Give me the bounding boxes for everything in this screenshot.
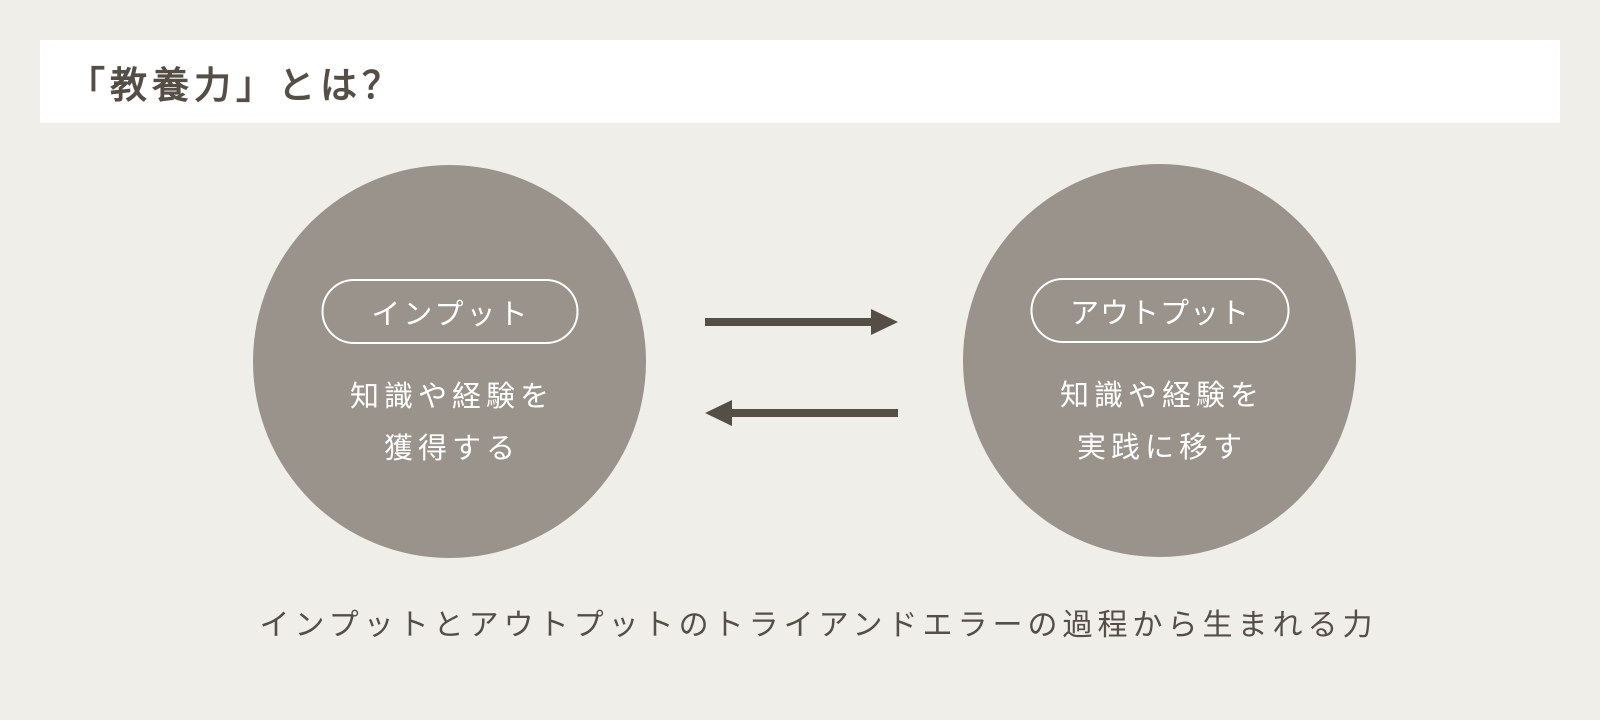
input-description-line2: 獲得する xyxy=(383,433,520,465)
output-circle: アウトプット 知識や経験を 実践に移す xyxy=(963,164,1356,557)
caption-row: インプットとアウトプットのトライアンドエラーの過程から生まれる力 xyxy=(0,604,1600,648)
title-bar: 「教養力」とは？ xyxy=(40,40,1560,123)
caption: インプットとアウトプットのトライアンドエラーの過程から生まれる力 xyxy=(259,609,1378,642)
output-description: 知識や経験を 実践に移す xyxy=(963,370,1356,474)
arrow-left-icon xyxy=(705,400,898,426)
input-circle: インプット 知識や経験を 獲得する xyxy=(253,165,646,558)
input-description: 知識や経験を 獲得する xyxy=(253,371,646,475)
output-description-line1: 知識や経験を xyxy=(1059,380,1264,412)
page-title: 「教養力」とは？ xyxy=(68,64,404,106)
output-badge: アウトプット xyxy=(1030,278,1289,343)
output-description-line2: 実践に移す xyxy=(1076,432,1247,464)
arrow-right-icon xyxy=(705,309,898,335)
input-badge: インプット xyxy=(321,279,578,344)
input-description-line1: 知識や経験を xyxy=(349,381,554,413)
